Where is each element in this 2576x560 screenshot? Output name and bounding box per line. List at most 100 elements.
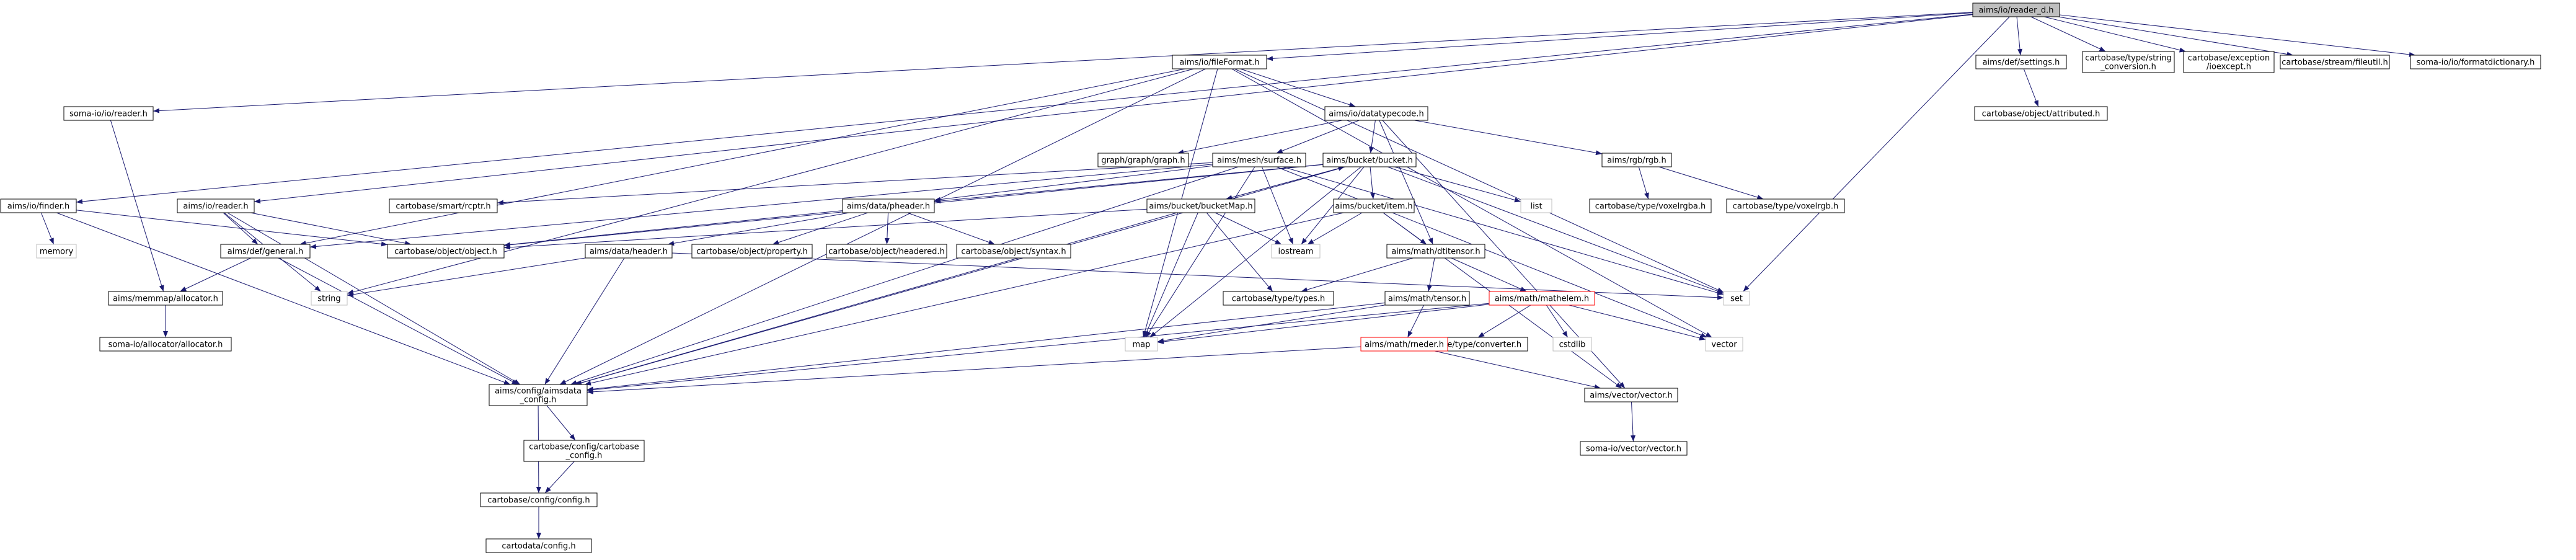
- node-box-strconv: [2082, 51, 2175, 73]
- node-label-property: cartobase/object/property.h: [696, 247, 808, 257]
- edge-bucketmap-to-object: [503, 208, 1148, 250]
- node-settings[interactable]: aims/def/settings.h: [1975, 55, 2067, 69]
- edge-root-to-fileformat: [1266, 12, 1973, 61]
- node-label-strconv: cartobase/type/string: [2085, 54, 2172, 63]
- node-strconv[interactable]: cartobase/type/string_conversion.h: [2082, 51, 2175, 73]
- node-attributed[interactable]: cartobase/object/attributed.h: [1974, 106, 2108, 121]
- node-types[interactable]: cartobase/type/types.h: [1223, 291, 1334, 306]
- node-cartobaseconfig[interactable]: cartobase/config/cartobase_config.h: [523, 440, 645, 462]
- node-rneder[interactable]: aims/math/rneder.h: [1360, 337, 1448, 352]
- edge-dtitensor-to-tensor: [1427, 257, 1435, 292]
- edge-bucket-to-iostream: [1301, 166, 1365, 245]
- node-datatypecode[interactable]: aims/io/datatypecode.h: [1324, 106, 1428, 121]
- node-object[interactable]: cartobase/object/object.h: [387, 244, 505, 259]
- node-box-object: [387, 244, 505, 259]
- edge-ioreader-to-object: [250, 212, 412, 246]
- edge-finder-to-aimsdata: [56, 212, 511, 385]
- node-ioexcept[interactable]: cartobase/exception/ioexcept.h: [2183, 51, 2275, 73]
- node-property[interactable]: cartobase/object/property.h: [691, 244, 813, 259]
- edge-bucket-to-list: [1394, 166, 1521, 203]
- node-somavector[interactable]: soma-io/vector/vector.h: [1580, 441, 1688, 456]
- node-box-syntax: [956, 244, 1071, 259]
- node-syntax[interactable]: cartobase/object/syntax.h: [956, 244, 1071, 259]
- node-box-dtitensor: [1386, 244, 1485, 259]
- edge-root-to-fileutil: [2058, 16, 2293, 57]
- node-box-general: [220, 244, 311, 259]
- node-box-memory: [36, 244, 77, 259]
- node-graph[interactable]: graph/graph/graph.h: [1097, 153, 1189, 167]
- node-bucketmap[interactable]: aims/bucket/bucketMap.h: [1146, 198, 1255, 213]
- edge-finder-to-object: [76, 210, 388, 247]
- node-box-datatypecode: [1324, 106, 1428, 121]
- node-item[interactable]: aims/bucket/item.h: [1333, 198, 1415, 213]
- nodes-layer: aims/io/reader_d.h aims/io/finder.h soma-i…: [0, 2, 2541, 553]
- node-header[interactable]: aims/data/header.h: [585, 244, 673, 259]
- node-allocator[interactable]: aims/memmap/allocator.h: [108, 291, 223, 306]
- edge-mathelem-to-cstdlib: [1546, 304, 1569, 338]
- edge-root-to-somareader: [153, 12, 1973, 113]
- node-vector: vector: [1705, 337, 1743, 352]
- node-fileutil[interactable]: cartobase/stream/fileutil.h: [2280, 55, 2390, 69]
- node-box-property: [691, 244, 813, 259]
- edge-item-to-iostream: [1307, 212, 1363, 245]
- node-aimsvector[interactable]: aims/vector/vector.h: [1584, 388, 1678, 402]
- node-finder[interactable]: aims/io/finder.h: [0, 198, 77, 213]
- node-label-list: list: [1530, 202, 1542, 211]
- node-label-bucketmap: aims/bucket/bucketMap.h: [1149, 202, 1252, 211]
- node-headered[interactable]: cartobase/object/headered.h: [826, 244, 947, 259]
- node-bucket[interactable]: aims/bucket/bucket.h: [1322, 153, 1417, 167]
- edge-datatypecode-to-dtitensor: [1379, 120, 1433, 245]
- node-box-types: [1223, 291, 1334, 306]
- node-ioreader[interactable]: aims/io/reader.h: [177, 198, 255, 213]
- node-mathelem[interactable]: aims/math/mathelem.h: [1489, 291, 1595, 306]
- node-label-aimsdata: _config.h: [520, 396, 557, 405]
- node-voxelrgba[interactable]: cartobase/type/voxelrgba.h: [1589, 198, 1712, 213]
- node-label-somareader: soma-io/io/reader.h: [69, 110, 148, 119]
- edge-surface-to-pheader: [934, 165, 1213, 202]
- node-aimsdata[interactable]: aims/config/aimsdata_config.h: [489, 384, 588, 406]
- node-label-fileformat: aims/io/fileFormat.h: [1179, 58, 1259, 68]
- node-rcptr[interactable]: cartobase/smart/rcptr.h: [389, 198, 498, 213]
- node-pheader[interactable]: aims/data/pheader.h: [842, 198, 935, 213]
- node-box-cartodata: [485, 538, 592, 553]
- node-surface[interactable]: aims/mesh/surface.h: [1212, 153, 1306, 167]
- node-box-headered: [826, 244, 947, 259]
- node-label-voxelrgba: cartobase/type/voxelrgba.h: [1595, 202, 1706, 211]
- edge-datatypecode-to-surface: [1276, 120, 1360, 154]
- node-rgb[interactable]: aims/rgb/rgb.h: [1601, 153, 1672, 167]
- node-tensor[interactable]: aims/math/tensor.h: [1384, 291, 1470, 306]
- node-formatdict[interactable]: soma-io/io/formatdictionary.h: [2410, 55, 2541, 69]
- node-root[interactable]: aims/io/reader_d.h: [1972, 2, 2060, 17]
- node-label-root: aims/io/reader_d.h: [1978, 6, 2053, 16]
- node-label-ioreader: aims/io/reader.h: [183, 202, 248, 211]
- node-label-somavector: soma-io/vector/vector.h: [1586, 445, 1681, 454]
- edge-pheader-to-object: [503, 210, 843, 247]
- edge-general-to-aimsdata: [278, 257, 518, 385]
- node-somaallocator[interactable]: soma-io/allocator/allocator.h: [99, 337, 232, 352]
- node-label-allocator: aims/memmap/allocator.h: [113, 295, 218, 304]
- edge-surface-to-vector: [1276, 166, 1707, 338]
- node-string: string: [311, 291, 348, 306]
- node-label-item: aims/bucket/item.h: [1335, 202, 1412, 211]
- node-box-tensor: [1384, 291, 1470, 306]
- node-box-config: [480, 492, 598, 507]
- node-somareader[interactable]: soma-io/io/reader.h: [63, 106, 154, 121]
- node-config[interactable]: cartobase/config/config.h: [480, 492, 598, 507]
- node-general[interactable]: aims/def/general.h: [220, 244, 311, 259]
- node-label-syntax: cartobase/object/syntax.h: [961, 247, 1066, 257]
- node-voxelrgb[interactable]: cartobase/type/voxelrgb.h: [1726, 198, 1845, 213]
- edge-fileformat-to-set: [1234, 68, 1724, 293]
- edge-ioreader-to-aimsdata: [227, 212, 521, 385]
- node-dtitensor[interactable]: aims/math/dtitensor.h: [1386, 244, 1485, 259]
- node-label-ioexcept: /ioexcept.h: [2206, 63, 2251, 72]
- edge-tensor-to-map: [1157, 304, 1386, 344]
- edge-aimsdata-to-cartobaseconfig: [546, 405, 576, 441]
- node-box-map: [1125, 337, 1158, 352]
- node-box-cartobaseconfig: [523, 440, 645, 462]
- node-label-formatdict: soma-io/io/formatdictionary.h: [2417, 58, 2535, 68]
- node-cartodata[interactable]: cartodata/config.h: [485, 538, 592, 553]
- edge-somareader-to-allocator: [110, 120, 164, 292]
- node-fileformat[interactable]: aims/io/fileFormat.h: [1172, 55, 1267, 69]
- node-box-set: [1723, 291, 1750, 306]
- edge-rgb-to-voxelrgb: [1658, 166, 1764, 200]
